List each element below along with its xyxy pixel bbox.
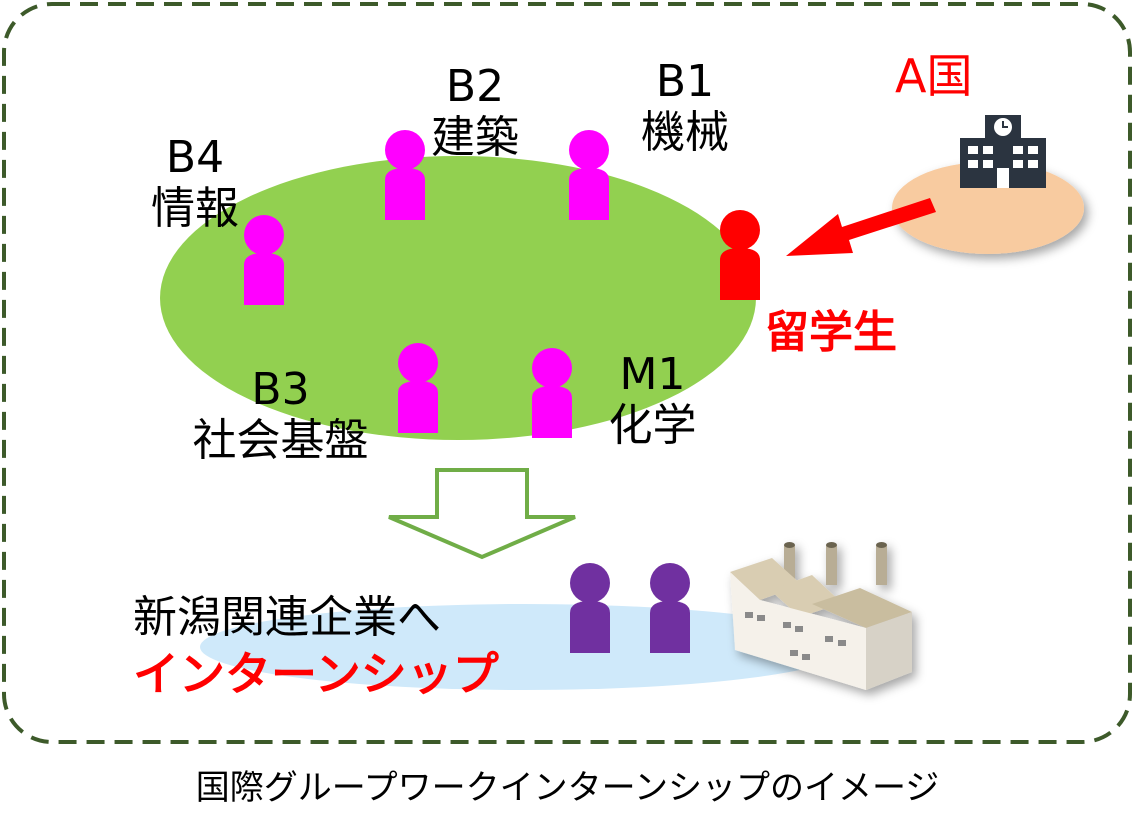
factory-icon	[730, 542, 912, 690]
arrow-to-group-icon	[786, 198, 936, 256]
student-b2-icon	[385, 130, 425, 220]
student-b1-icon	[569, 130, 609, 220]
school-building-icon	[960, 115, 1046, 188]
group-field-b3: 社会基盤	[192, 414, 369, 466]
group-label-b3: B3 社会基盤	[168, 364, 393, 466]
exchange-student-icon	[720, 210, 760, 300]
caption: 国際グループワークインターンシップのイメージ	[195, 768, 940, 808]
group-label-m1: M1 化学	[595, 349, 710, 451]
student-b3-icon	[398, 343, 438, 433]
student-b4-icon	[244, 215, 284, 305]
group-code-b1: B1	[655, 56, 715, 107]
intern-person-icon	[570, 563, 610, 653]
internship-label: インターンシップ	[133, 647, 499, 701]
group-field-m1: 化学	[608, 399, 697, 451]
group-code-m1: M1	[619, 349, 686, 400]
group-label-b2: B2 建築	[420, 61, 530, 163]
exchange-student-label: 留学生	[765, 307, 897, 358]
down-arrow-icon	[388, 468, 576, 560]
group-label-b4: B4 情報	[140, 132, 250, 234]
group-field-b4: 情報	[151, 182, 239, 234]
group-code-b4: B4	[165, 132, 225, 183]
dashed-frame	[2, 2, 1132, 744]
group-label-b1: B1 機械	[625, 56, 745, 158]
group-code-b3: B3	[251, 364, 310, 415]
group-code-b2: B2	[445, 61, 505, 112]
target-companies-label: 新潟関連企業へ	[133, 592, 441, 643]
student-m1-icon	[532, 348, 572, 438]
group-ellipse	[160, 156, 756, 440]
intern-person-icon	[650, 563, 690, 653]
group-field-b2: 建築	[431, 111, 519, 163]
country-label: A国	[895, 49, 973, 103]
group-field-b1: 機械	[641, 106, 729, 158]
